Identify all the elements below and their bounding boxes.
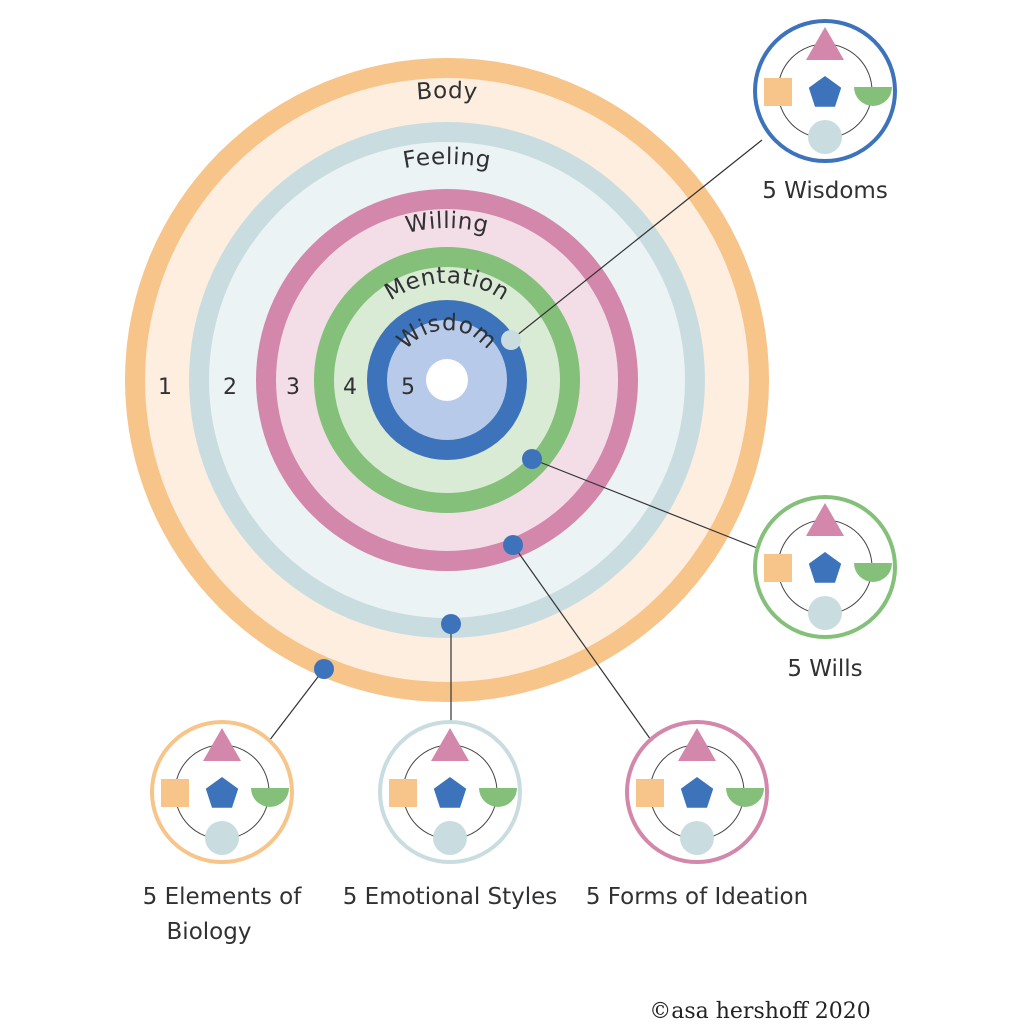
ring-number-5: 5: [401, 375, 415, 400]
connector-line-5-wisdoms: [510, 139, 763, 341]
callout-caption-line2: Biology: [167, 919, 252, 945]
callout-caption: 5 Wills: [787, 656, 862, 682]
pentagon-icon: [808, 76, 842, 107]
connector-dot-5-forms-of-ideation: [503, 535, 523, 555]
callout-5-forms-of-ideation: 5 Forms of Ideation: [586, 720, 808, 910]
ring-label-body: Body: [415, 78, 478, 106]
connector-dot-5-wills: [522, 449, 542, 469]
connector-dot-5-wisdoms: [501, 330, 521, 350]
square-icon: [636, 779, 664, 807]
ring-numbers: 1 2 3 4 5: [158, 375, 415, 400]
circle-icon: [433, 821, 467, 855]
triangle-icon: [806, 503, 844, 536]
pentagon-icon: [433, 777, 467, 808]
ring-number-3: 3: [286, 375, 300, 400]
pentagon-icon: [808, 552, 842, 583]
connector-dot-5-elements-of: [314, 659, 334, 679]
triangle-icon: [678, 728, 716, 761]
half-circle-icon: [854, 87, 892, 106]
callout-5-wisdoms: 5 Wisdoms: [753, 19, 897, 204]
copyright-text: ©asa hershoff 2020: [649, 999, 871, 1024]
ring-number-2: 2: [223, 375, 237, 400]
half-circle-icon: [726, 788, 764, 807]
circle-icon: [808, 596, 842, 630]
callout-badges: 5 Wisdoms 5 Wills 5 Elements of Biology 5 Em…: [143, 19, 897, 945]
pentagon-icon: [205, 777, 239, 808]
callout-caption: 5 Elements of: [143, 884, 303, 910]
callout-caption: 5 Forms of Ideation: [586, 884, 808, 910]
square-icon: [764, 78, 792, 106]
triangle-icon: [806, 27, 844, 60]
connector-line-5-wills: [531, 458, 758, 549]
ring-number-4: 4: [343, 375, 357, 400]
callout-5-elements-of: 5 Elements of Biology: [143, 720, 303, 945]
ring-number-1: 1: [158, 375, 172, 400]
square-icon: [161, 779, 189, 807]
concentric-rings: [125, 58, 769, 702]
circle-icon: [205, 821, 239, 855]
half-circle-icon: [479, 788, 517, 807]
callout-5-emotional-styles: 5 Emotional Styles: [343, 720, 558, 910]
triangle-icon: [431, 728, 469, 761]
connector-dot-5-emotional-styles: [441, 614, 461, 634]
connector-line-5-forms-of-ideation: [512, 544, 652, 741]
circle-icon: [680, 821, 714, 855]
circle-icon: [808, 120, 842, 154]
ring-label-willing: Willing: [403, 208, 491, 239]
callout-caption: 5 Emotional Styles: [343, 884, 558, 910]
half-circle-icon: [251, 788, 289, 807]
callout-caption: 5 Wisdoms: [762, 178, 888, 204]
callout-5-wills: 5 Wills: [753, 495, 897, 682]
triangle-icon: [203, 728, 241, 761]
center-hole: [426, 359, 468, 401]
square-icon: [764, 554, 792, 582]
square-icon: [389, 779, 417, 807]
connector-dots: [314, 330, 542, 679]
pentagon-icon: [680, 777, 714, 808]
half-circle-icon: [854, 563, 892, 582]
